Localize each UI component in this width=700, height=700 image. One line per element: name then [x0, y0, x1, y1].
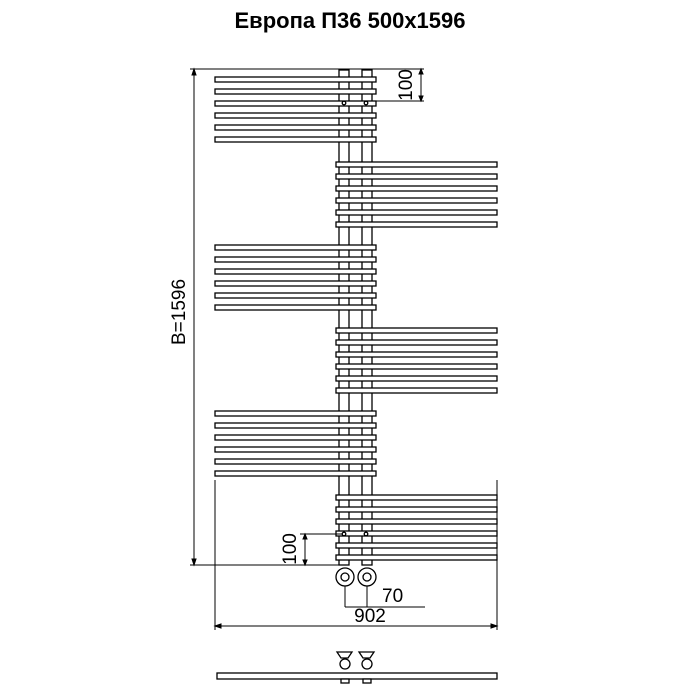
- towel-bar: [335, 494, 498, 501]
- towel-bar: [335, 161, 498, 168]
- towel-bar: [335, 387, 498, 394]
- towel-bar: [214, 292, 377, 299]
- towel-bar: [335, 363, 498, 370]
- towel-bar: [214, 446, 377, 453]
- towel-bar: [335, 530, 498, 537]
- towel-bar: [214, 112, 377, 119]
- towel-bar: [335, 327, 498, 334]
- horizontal-bars: [214, 76, 498, 561]
- width-dimension-label: 902: [354, 606, 386, 627]
- towel-bar: [214, 124, 377, 131]
- vertical-pipes: [338, 69, 373, 566]
- towel-bar: [214, 268, 377, 275]
- towel-bar: [335, 197, 498, 204]
- towel-bar: [214, 458, 377, 465]
- valves-front: [335, 100, 377, 587]
- towel-bar: [335, 554, 498, 561]
- drawing-title: Европа П36 500x1596: [234, 8, 466, 33]
- towel-bar: [214, 470, 377, 477]
- towel-bar: [214, 136, 377, 143]
- towel-bar: [214, 434, 377, 441]
- towel-bar: [214, 422, 377, 429]
- towel-bar: [214, 304, 377, 311]
- towel-bar: [335, 542, 498, 549]
- towel-bar: [214, 256, 377, 263]
- towel-bar: [214, 100, 377, 107]
- towel-bar: [214, 244, 377, 251]
- towel-bar: [335, 506, 498, 513]
- height-dimension-label: B=1596: [169, 279, 190, 345]
- bottom-view: [216, 651, 498, 684]
- bottom-offset-label: 100: [280, 533, 301, 565]
- towel-bar: [335, 339, 498, 346]
- towel-bar: [335, 518, 498, 525]
- towel-bar: [214, 280, 377, 287]
- towel-bar: [214, 88, 377, 95]
- towel-bar: [214, 410, 377, 417]
- top-offset-label: 100: [396, 69, 417, 101]
- towel-bar: [214, 76, 377, 83]
- connection-distance-label: 70: [382, 586, 403, 607]
- towel-bar: [335, 209, 498, 216]
- towel-bar: [335, 351, 498, 358]
- towel-bar: [335, 185, 498, 192]
- towel-bar: [335, 221, 498, 228]
- towel-bar: [335, 375, 498, 382]
- towel-bar: [335, 173, 498, 180]
